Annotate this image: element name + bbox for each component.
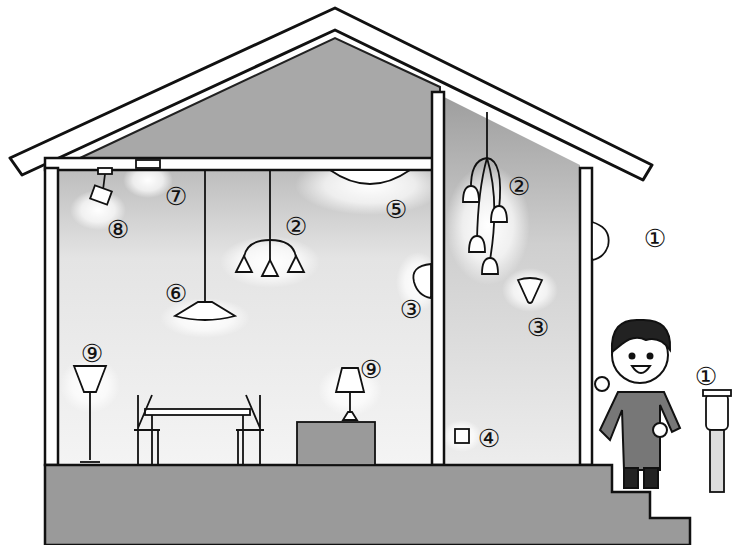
callout-number: ④ [478,426,500,451]
callout-number: ③ [527,315,549,340]
roof [10,8,652,180]
callout-number: ⑨ [81,341,103,366]
callout-number: ⑨ [360,357,382,382]
callout-number: ⑦ [165,184,187,209]
callout-number: ② [508,174,530,199]
walls [45,92,592,465]
callout-number: ① [644,226,666,251]
stair-hall [444,97,580,465]
callout-number: ① [695,364,717,389]
fixtures [74,112,731,492]
callout-number: ⑥ [165,281,187,306]
foundation [45,465,690,545]
boy [595,320,680,488]
callout-number: ⑧ [107,217,129,242]
callout-number: ② [285,214,307,239]
callout-number: ⑤ [385,197,407,222]
callout-number: ③ [400,297,422,322]
